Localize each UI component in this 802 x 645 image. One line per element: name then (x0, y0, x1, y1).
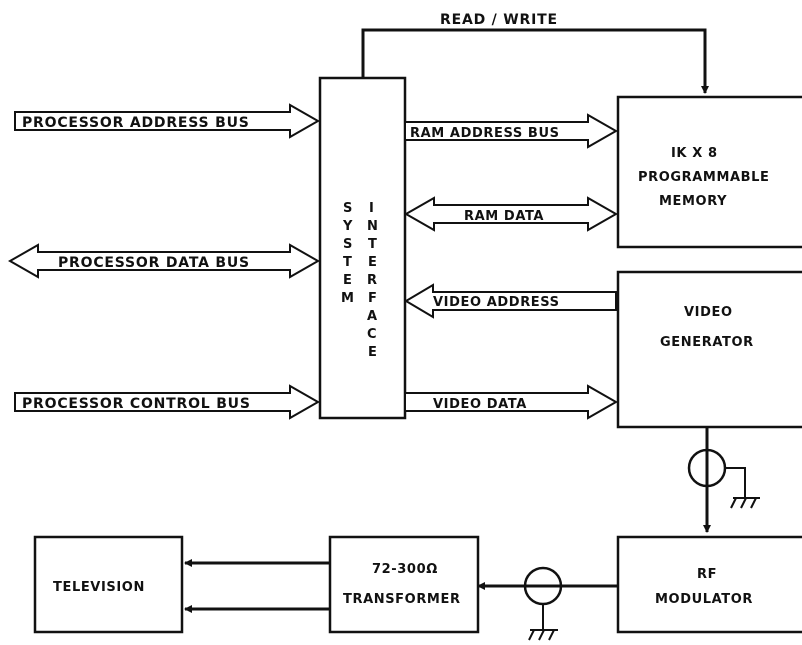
ram-address-bus-label: RAM ADDRESS BUS (410, 126, 560, 141)
video-generator-box (616, 270, 802, 429)
read-write-line (361, 28, 709, 94)
interface-letter: T (368, 237, 377, 252)
rf-modulator-box (616, 535, 802, 634)
system-letter: E (343, 273, 352, 288)
transformer-label-line2: TRANSFORMER (343, 592, 461, 607)
system-interface-box (318, 76, 407, 420)
interface-vertical-label: I N T E R F A C E (367, 201, 378, 360)
rf-label-line1: RF (697, 567, 717, 582)
system-letter: Y (342, 219, 353, 234)
interface-letter: I (369, 201, 374, 216)
interface-letter: F (368, 291, 377, 306)
memory-label-line3: MEMORY (659, 194, 727, 209)
system-letter: S (343, 237, 352, 252)
ram-address-bus-arrow (404, 113, 619, 149)
system-letter: S (343, 201, 352, 216)
interface-letter: E (368, 255, 377, 270)
interface-letter: A (367, 309, 377, 324)
read-write-label: READ / WRITE (440, 12, 558, 28)
memory-label-line1: IK X 8 (671, 146, 718, 161)
interface-letter: N (367, 219, 378, 234)
system-letter: M (341, 291, 354, 306)
video-address-arrow (404, 283, 617, 319)
processor-data-bus-label: PROCESSOR DATA BUS (58, 255, 250, 271)
television-box (33, 535, 184, 634)
transformer-label-line1: 72-300Ω (372, 562, 438, 577)
processor-address-bus-arrow (14, 103, 321, 139)
processor-control-bus-arrow (14, 384, 321, 420)
television-label: TELEVISION (53, 580, 145, 595)
video-label-line2: GENERATOR (660, 335, 754, 350)
processor-data-bus-arrow (7, 243, 321, 279)
interface-letter: R (367, 273, 377, 288)
coax-ground-symbol-2 (523, 566, 563, 641)
rf-label-line2: MODULATOR (655, 592, 753, 607)
video-data-label: VIDEO DATA (433, 397, 527, 412)
ram-data-label: RAM DATA (464, 209, 544, 224)
memory-label-line2: PROGRAMMABLE (638, 170, 770, 185)
transformer-box (328, 535, 480, 634)
video-data-arrow (404, 384, 619, 420)
video-label-line1: VIDEO (684, 305, 733, 320)
processor-address-bus-label: PROCESSOR ADDRESS BUS (22, 115, 250, 131)
coax-ground-symbol (687, 448, 760, 509)
interface-letter: E (368, 345, 377, 360)
system-letter: T (343, 255, 352, 270)
interface-letter: C (367, 327, 377, 342)
video-address-label: VIDEO ADDRESS (433, 295, 560, 310)
memory-box (616, 95, 802, 249)
processor-control-bus-label: PROCESSOR CONTROL BUS (22, 396, 251, 412)
ram-data-arrow (403, 196, 619, 232)
system-vertical-label: S Y S T E M (341, 201, 354, 306)
